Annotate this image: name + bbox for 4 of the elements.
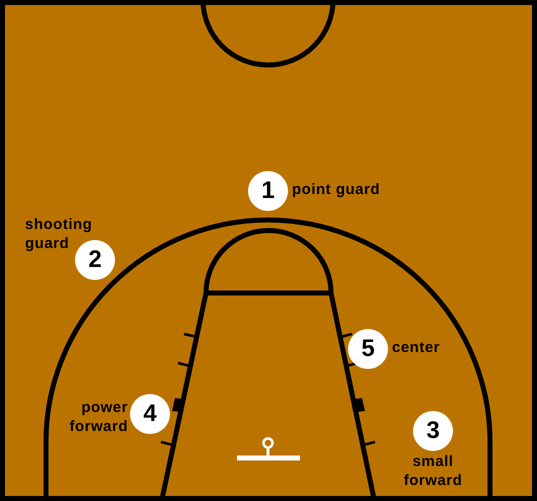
position-label: center bbox=[392, 338, 440, 357]
position-label: point guard bbox=[292, 180, 380, 199]
position-label: small forward bbox=[404, 452, 462, 490]
position-label: power forward bbox=[69, 398, 128, 436]
